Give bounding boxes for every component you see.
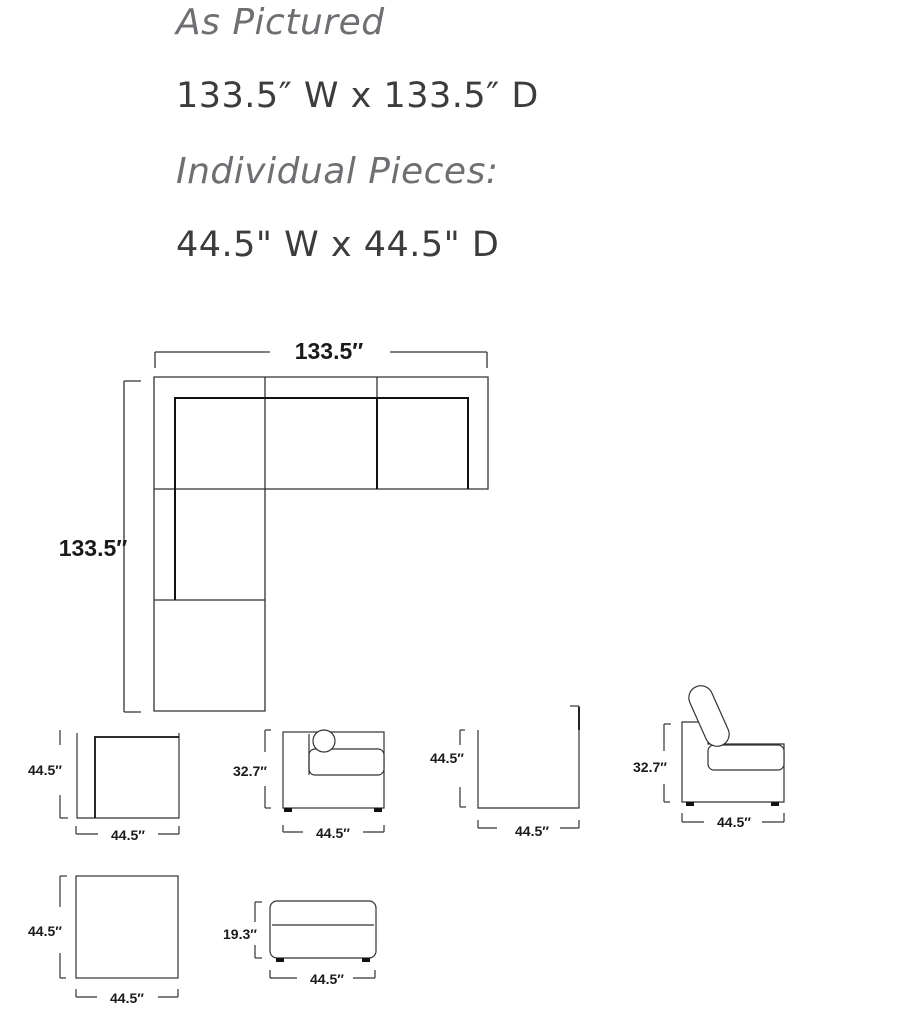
overall-dimensions: 133.5″ W x 133.5″ D	[176, 76, 539, 116]
ottoman-piece-plan: 44.5″ 44.5″	[28, 875, 179, 1006]
armless-height-label: 32.7″	[233, 763, 267, 779]
corner-piece-plan: 44.5″ 44.5″	[28, 730, 180, 843]
piece-dimensions: 44.5" W x 44.5" D	[176, 225, 500, 265]
armless-piece-side: 32.7″ 44.5″	[233, 729, 385, 841]
plan-width-dimension-line	[154, 351, 488, 368]
chair-height-label: 32.7″	[633, 759, 667, 775]
armless-plan-width-label: 44.5″	[515, 823, 549, 839]
plan-depth-dimension-line	[123, 380, 141, 713]
chair-width-label: 44.5″	[717, 814, 751, 830]
plan-depth-label: 133.5″	[59, 535, 128, 561]
chair-piece-side: 32.7″ 44.5″	[633, 685, 785, 830]
armless-plan-depth-label: 44.5″	[430, 750, 464, 766]
ottoman-plan-depth-label: 44.5″	[28, 923, 62, 939]
ottoman-side-height-label: 19.3″	[223, 926, 257, 942]
corner-width-label: 44.5″	[111, 827, 145, 843]
individual-pieces-label: Individual Pieces:	[176, 151, 499, 192]
plan-width-label: 133.5″	[295, 338, 364, 364]
as-pictured-label: As Pictured	[176, 2, 385, 43]
plan-outline	[153, 376, 489, 712]
armless-width-label: 44.5″	[316, 825, 350, 841]
ottoman-plan-width-label: 44.5″	[110, 990, 144, 1006]
sectional-plan-view	[123, 351, 489, 713]
ottoman-side-width-label: 44.5″	[310, 971, 344, 987]
ottoman-piece-side: 19.3″ 44.5″	[223, 900, 377, 987]
armless-piece-plan: 44.5″ 44.5″	[430, 705, 580, 839]
plan-backrest-lines	[174, 397, 469, 600]
corner-depth-label: 44.5″	[28, 762, 62, 778]
